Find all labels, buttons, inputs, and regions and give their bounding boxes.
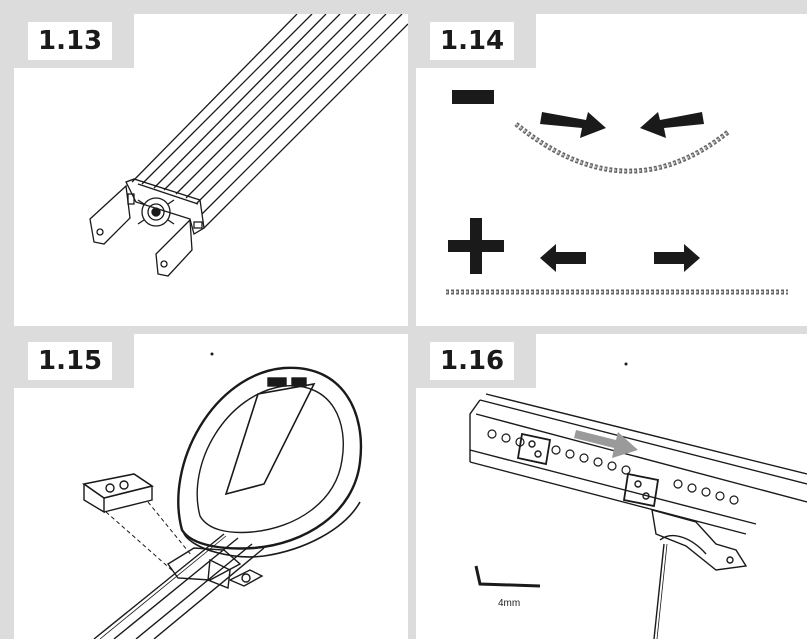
plus-icon [448, 218, 504, 274]
arrow-outward-left-icon [540, 244, 586, 272]
step-label-1-14: 1.14 [416, 14, 537, 68]
chain-tension-illustration [446, 90, 788, 295]
panel-1-16: 1.16 [416, 334, 807, 639]
step-label-1-16: 1.16 [416, 334, 537, 388]
panel-1-15: 1.15 [14, 334, 408, 639]
slack-chain [514, 122, 730, 174]
chain-carriage-illustration: 4mm [469, 362, 807, 639]
minus-icon [452, 90, 494, 104]
slide-arrow-icon [574, 430, 638, 458]
arrow-outward-right-icon [654, 244, 700, 272]
motor-head-illustration [82, 352, 363, 639]
panel-1-14: 1.14 [416, 14, 807, 326]
rail-end-bracket-illustration [89, 14, 408, 277]
panel-1-13: 1.13 [14, 14, 408, 326]
step-label-1-15: 1.15 [14, 334, 135, 388]
arrow-right-icon [540, 112, 606, 138]
step-label-1-13: 1.13 [14, 14, 135, 68]
wrench-size-label: 4mm [498, 598, 520, 609]
arrow-left-icon [640, 112, 704, 138]
